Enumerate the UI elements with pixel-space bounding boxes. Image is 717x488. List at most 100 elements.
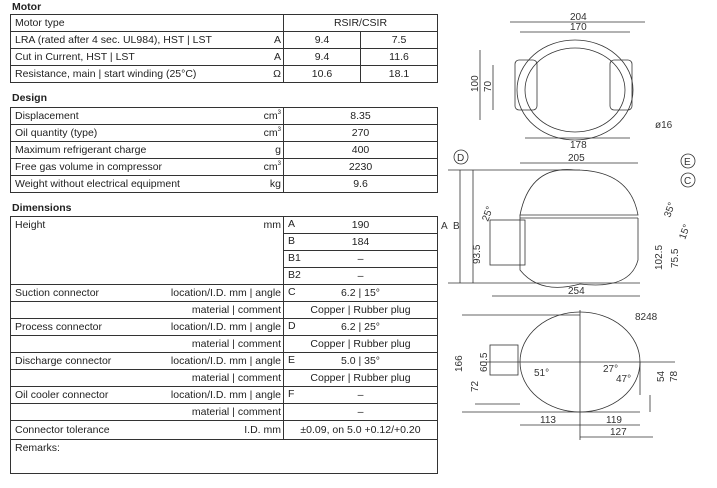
row-label: Displacement bbox=[10, 107, 246, 125]
callout-d: D bbox=[457, 153, 464, 164]
blank bbox=[10, 369, 161, 387]
height-b: B 184 bbox=[283, 233, 438, 251]
unit-text: cm bbox=[263, 127, 278, 139]
dim-label: 35° bbox=[662, 201, 678, 219]
mat-label: material | comment bbox=[160, 369, 284, 387]
letter: E bbox=[288, 354, 296, 366]
motor-title: Motor bbox=[12, 1, 42, 13]
row-unit: kg bbox=[245, 175, 284, 193]
dim-label: 78 bbox=[669, 370, 680, 382]
row-label: Weight without electrical equipment bbox=[10, 175, 246, 193]
connector-name: Oil cooler connector bbox=[10, 386, 161, 404]
row-label: Resistance, main | start winding (25°C) bbox=[10, 65, 246, 83]
row-label: Maximum refrigerant charge bbox=[10, 141, 246, 159]
letter: B bbox=[288, 235, 296, 247]
value: 6.2 | 15° bbox=[340, 287, 381, 299]
letter: F bbox=[288, 388, 295, 400]
loc-value: F– bbox=[283, 386, 438, 404]
table-row: B2 – bbox=[11, 267, 438, 285]
row-unit: A bbox=[245, 48, 285, 66]
dim-label: A bbox=[441, 221, 448, 232]
row-value: 2230 bbox=[283, 158, 438, 176]
row-label: Cut in Current, HST | LST bbox=[10, 48, 246, 66]
dim-label: 51° bbox=[534, 368, 549, 379]
row-value: 9.6 bbox=[283, 175, 438, 193]
letter: B1 bbox=[288, 252, 301, 264]
blank bbox=[10, 335, 161, 353]
top-view-drawing: 204 170 178 ø16 100 70 bbox=[470, 12, 673, 151]
unit-sup: 3 bbox=[277, 127, 281, 133]
dim-label: 204 bbox=[570, 12, 587, 23]
motor-type-label: Motor type bbox=[9, 14, 285, 32]
row-label: LRA (rated after 4 sec. UL984), HST | LS… bbox=[10, 31, 246, 49]
tolerance-label: Connector tolerance bbox=[10, 420, 161, 440]
loc-label: location/I.D. mm | angle bbox=[160, 352, 284, 370]
drawing-code: 8248 bbox=[635, 312, 658, 323]
value: 190 bbox=[351, 219, 370, 231]
connector-name: Discharge connector bbox=[10, 352, 161, 370]
row-unit: Ω bbox=[245, 65, 285, 83]
row-label: Free gas volume in compressor bbox=[10, 158, 246, 176]
table-row: LRA (rated after 4 sec. UL984), HST | LS… bbox=[10, 31, 439, 49]
letter: D bbox=[288, 320, 296, 332]
value: – bbox=[357, 389, 364, 401]
unit-sup: 3 bbox=[277, 110, 281, 116]
mat-label: material | comment bbox=[160, 403, 284, 421]
side-view-drawing: 205 254 A B 93.5 25° 35° 15° 102.5 75.5 … bbox=[441, 149, 696, 297]
row-value: 270 bbox=[283, 124, 438, 142]
dim-label: 113 bbox=[540, 415, 556, 426]
motor-type-value: RSIR/CSIR bbox=[283, 14, 439, 32]
callout-c: C bbox=[684, 176, 691, 187]
connector-name: Process connector bbox=[10, 318, 161, 336]
design-title: Design bbox=[12, 92, 48, 104]
dim-label: 70 bbox=[483, 80, 494, 92]
unit-sup: 3 bbox=[277, 161, 281, 167]
row-unit: cm3 bbox=[245, 107, 284, 125]
value: – bbox=[357, 270, 364, 282]
height-b1: B1 – bbox=[283, 250, 438, 268]
mat-value: Copper | Rubber plug bbox=[283, 301, 438, 319]
dimensions-title: Dimensions bbox=[12, 202, 72, 214]
unit-text: cm bbox=[263, 161, 278, 173]
dim-label: 254 bbox=[568, 286, 585, 297]
dim-label: 166 bbox=[454, 355, 465, 372]
value: 6.2 | 25° bbox=[340, 321, 381, 333]
table-row: Resistance, main | start winding (25°C)Ω… bbox=[10, 65, 439, 83]
value: 184 bbox=[351, 236, 370, 248]
letter: A bbox=[288, 218, 296, 230]
dim-label: 205 bbox=[568, 153, 585, 164]
dim-label: 15° bbox=[677, 223, 693, 241]
dim-label: 100 bbox=[470, 75, 481, 92]
compressor-drawings: 204 170 178 ø16 100 70 205 254 A B 93.5 … bbox=[441, 12, 696, 440]
letter: B2 bbox=[288, 269, 301, 281]
row-unit: g bbox=[245, 141, 284, 159]
lst-value: 11.6 bbox=[360, 48, 439, 66]
value: – bbox=[357, 253, 364, 265]
dim-label: 25° bbox=[480, 205, 496, 223]
dim-label: ø16 bbox=[655, 120, 673, 131]
row-label: Oil quantity (type) bbox=[10, 124, 246, 142]
row-unit: cm3 bbox=[245, 158, 284, 176]
height-a: A 190 bbox=[283, 216, 438, 234]
mat-label: material | comment bbox=[160, 335, 284, 353]
tolerance-unit: I.D. mm bbox=[160, 420, 284, 440]
value: 5.0 | 35° bbox=[340, 355, 381, 367]
hst-value: 9.4 bbox=[283, 48, 362, 66]
lst-value: 7.5 bbox=[360, 31, 439, 49]
remarks-row: Remarks: bbox=[10, 439, 438, 474]
loc-label: location/I.D. mm | angle bbox=[160, 284, 284, 302]
row-unit: cm3 bbox=[245, 124, 284, 142]
